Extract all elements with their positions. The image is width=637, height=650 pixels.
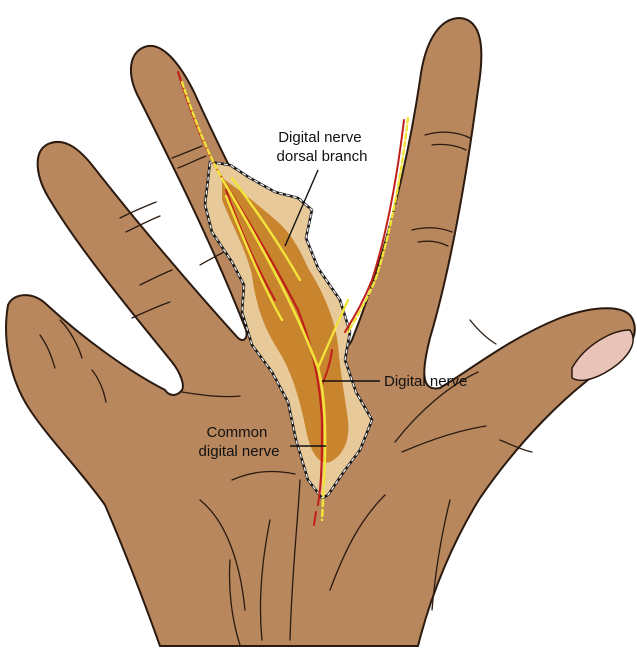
label-dorsal-branch-line2: dorsal branch xyxy=(277,148,368,165)
label-common-line1: Common xyxy=(206,424,267,441)
label-dorsal-branch: Digital nerve dorsal branch xyxy=(277,129,368,165)
label-digital-nerve: Digital nerve xyxy=(384,373,467,390)
label-common-line2: digital nerve xyxy=(199,443,280,460)
label-dorsal-branch-line1: Digital nerve xyxy=(278,129,361,146)
